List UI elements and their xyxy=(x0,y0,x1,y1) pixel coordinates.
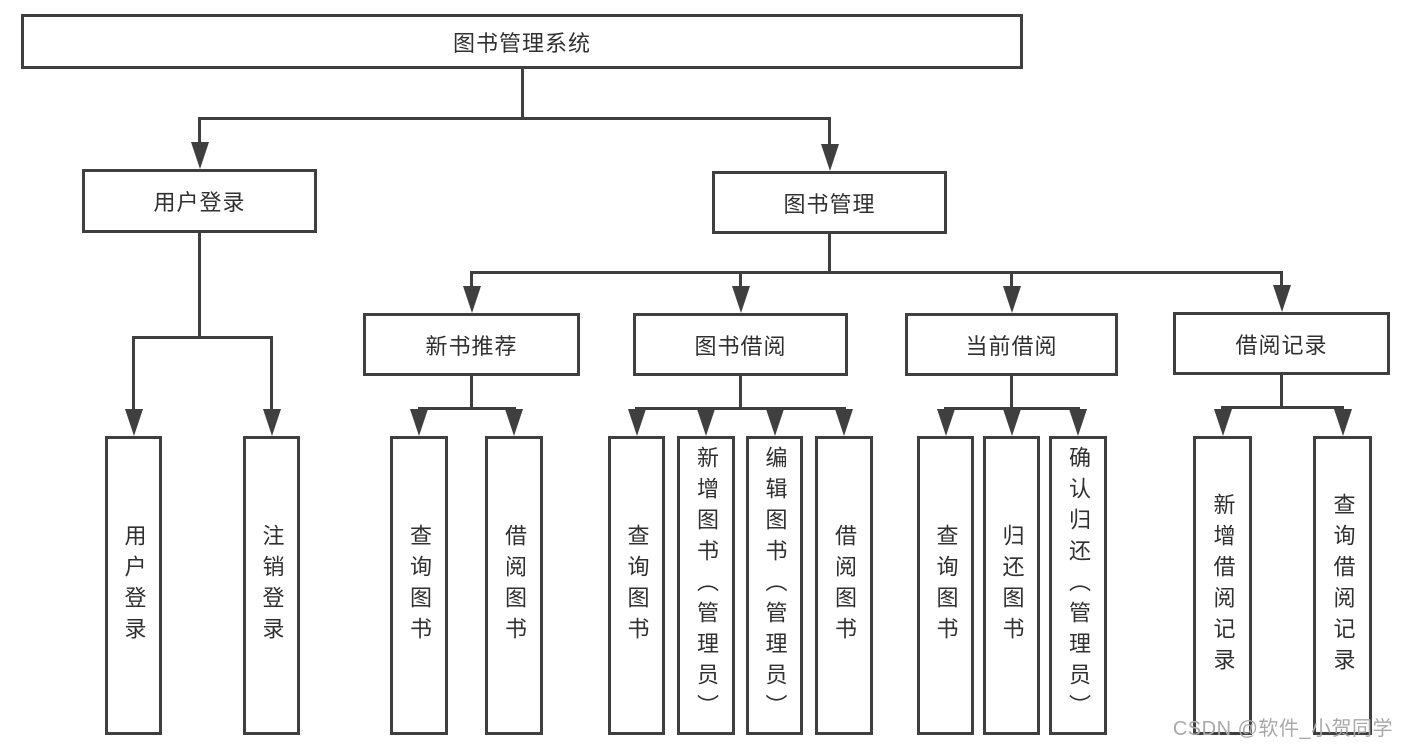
connector-bar-root xyxy=(198,117,831,120)
arrowhead-icon-new-book-rec xyxy=(462,286,481,313)
connector-drop-nbr-query-books xyxy=(417,407,421,409)
node-book-borrow: 图书借阅 xyxy=(633,313,848,376)
arrowhead-icon-book-mgmt xyxy=(820,144,839,171)
arrowhead-icon-bb-borrow-books xyxy=(835,409,853,436)
arrowhead-icon-book-borrow xyxy=(731,286,750,313)
arrowhead-icon-cb-confirm-return xyxy=(1069,409,1087,436)
node-label-logout-action: 注销登录 xyxy=(259,523,285,648)
arrowhead-icon-current-borrow xyxy=(1002,286,1021,313)
arrowhead-icon-borrow-records xyxy=(1272,285,1291,312)
node-label-current-borrow: 当前借阅 xyxy=(965,333,1058,359)
arrowhead-icon-cb-query-books xyxy=(936,409,955,436)
node-bb-query-books: 查询图书 xyxy=(608,436,665,735)
node-label-cb-query-books: 查询图书 xyxy=(933,523,959,648)
connector-bar-new-book-rec xyxy=(417,407,516,410)
node-current-borrow: 当前借阅 xyxy=(905,313,1118,376)
node-cb-confirm-return: 确认归还（管理员） xyxy=(1049,436,1107,735)
connector-drop-new-book-rec xyxy=(470,271,473,286)
node-new-book-rec: 新书推荐 xyxy=(363,313,580,376)
connector-drop-borrow-records xyxy=(1280,271,1283,285)
connector-drop-cb-query-books xyxy=(944,407,947,409)
node-label-bb-add-books: 新增图书（管理员） xyxy=(694,446,719,725)
node-bb-edit-books: 编辑图书（管理员） xyxy=(746,436,803,735)
arrowhead-icon-nbr-borrow-books xyxy=(505,409,523,436)
connector-bar-book-mgmt xyxy=(470,271,1283,274)
node-label-book-mgmt: 图书管理 xyxy=(783,191,876,217)
arrowhead-icon-bb-add-books xyxy=(697,409,715,436)
node-label-bb-query-books: 查询图书 xyxy=(624,523,650,648)
node-label-cb-return-books: 归还图书 xyxy=(999,523,1025,648)
node-book-mgmt: 图书管理 xyxy=(712,171,947,234)
node-label-root: 图书管理系统 xyxy=(452,30,591,56)
connector-drop-book-mgmt xyxy=(828,117,831,144)
node-nbr-query-books: 查询图书 xyxy=(390,436,448,735)
connector-bar-user-login xyxy=(132,336,273,339)
node-label-book-borrow: 图书借阅 xyxy=(694,333,787,359)
node-label-bb-borrow-books: 借阅图书 xyxy=(832,523,857,648)
connector-bar-borrow-records xyxy=(1221,406,1344,409)
node-br-add-record: 新增借阅记录 xyxy=(1193,436,1252,735)
node-nbr-borrow-books: 借阅图书 xyxy=(485,436,543,735)
connector-drop-bb-query-books xyxy=(635,407,638,409)
node-br-query-record: 查询借阅记录 xyxy=(1313,436,1372,735)
node-login-action: 用户登录 xyxy=(105,436,162,735)
connector-stem-root xyxy=(520,69,524,120)
node-bb-add-books: 新增图书（管理员） xyxy=(677,436,735,735)
connector-drop-user-login xyxy=(198,117,201,142)
connector-stem-new-book-rec xyxy=(470,376,473,410)
node-label-user-login: 用户登录 xyxy=(153,190,246,215)
node-label-borrow-records: 借阅记录 xyxy=(1235,332,1328,358)
node-logout-action: 注销登录 xyxy=(243,436,300,735)
arrowhead-icon-bb-query-books xyxy=(627,409,646,436)
connector-drop-cb-confirm-return xyxy=(1076,407,1080,409)
connector-drop-bb-borrow-books xyxy=(842,407,846,409)
arrowhead-icon-user-login xyxy=(190,142,209,169)
node-label-br-add-record: 新增借阅记录 xyxy=(1210,492,1236,679)
node-label-nbr-borrow-books: 借阅图书 xyxy=(502,523,527,648)
node-bb-borrow-books: 借阅图书 xyxy=(815,436,873,735)
node-cb-return-books: 归还图书 xyxy=(983,436,1040,735)
node-cb-query-books: 查询图书 xyxy=(917,436,974,735)
connector-bar-book-borrow xyxy=(635,407,846,410)
arrowhead-icon-bb-edit-books xyxy=(765,409,784,436)
connector-stem-user-login xyxy=(198,233,201,339)
node-label-new-book-rec: 新书推荐 xyxy=(425,333,518,359)
connector-drop-bb-edit-books xyxy=(773,407,776,409)
node-label-login-action: 用户登录 xyxy=(121,523,147,648)
node-root: 图书管理系统 xyxy=(21,14,1023,69)
connector-stem-book-mgmt xyxy=(828,234,831,274)
connector-drop-cb-return-books xyxy=(1010,407,1013,409)
arrowhead-icon-login-action xyxy=(124,409,143,436)
watermark: CSDN @软件_小贺同学 xyxy=(1172,718,1393,740)
node-label-br-query-record: 查询借阅记录 xyxy=(1330,492,1356,679)
connector-stem-book-borrow xyxy=(739,376,742,410)
connector-stem-current-borrow xyxy=(1010,376,1013,410)
node-borrow-records: 借阅记录 xyxy=(1173,312,1390,375)
connector-drop-logout-action xyxy=(270,336,273,409)
node-label-cb-confirm-return: 确认归还（管理员） xyxy=(1066,446,1091,725)
connector-drop-bb-add-books xyxy=(704,407,708,409)
arrowhead-icon-br-query-record xyxy=(1333,409,1352,436)
connector-drop-login-action xyxy=(132,336,135,409)
connector-stem-borrow-records xyxy=(1280,375,1283,409)
arrowhead-icon-logout-action xyxy=(262,409,281,436)
arrowhead-icon-cb-return-books xyxy=(1002,409,1021,436)
node-label-nbr-query-books: 查询图书 xyxy=(407,523,432,648)
connector-drop-current-borrow xyxy=(1010,271,1013,286)
node-label-bb-edit-books: 编辑图书（管理员） xyxy=(762,446,788,725)
arrowhead-icon-nbr-query-books xyxy=(410,409,428,436)
connector-drop-br-query-record xyxy=(1341,406,1344,409)
connector-drop-nbr-borrow-books xyxy=(512,407,516,409)
node-user-login: 用户登录 xyxy=(82,169,317,233)
connector-drop-book-borrow xyxy=(739,271,742,286)
arrowhead-icon-br-add-record xyxy=(1213,409,1232,436)
connector-drop-br-add-record xyxy=(1221,406,1224,409)
